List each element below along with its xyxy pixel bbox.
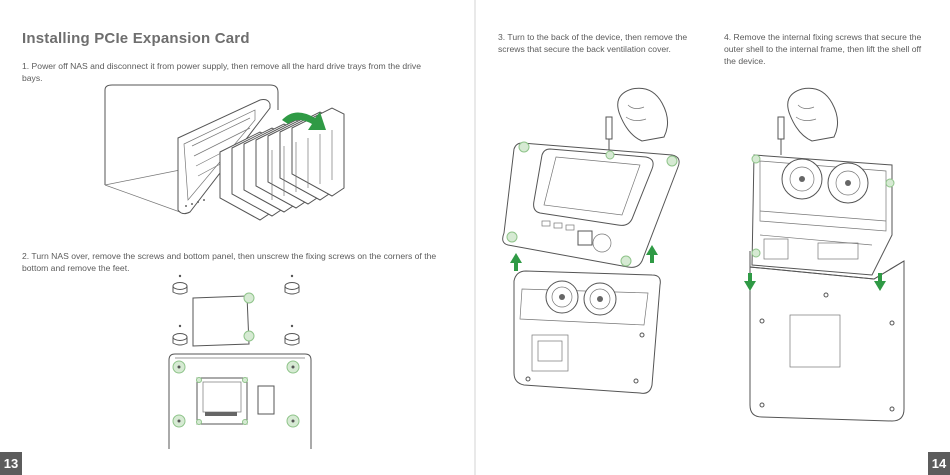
nas-bottom-panel-illustration bbox=[168, 274, 312, 449]
nas-drive-trays-illustration bbox=[104, 84, 345, 221]
back-cover-removal-illustration bbox=[502, 87, 680, 394]
rubber-foot-icon bbox=[172, 282, 300, 346]
page-title: Installing PCIe Expansion Card bbox=[22, 30, 250, 47]
green-up-arrow-icon bbox=[646, 245, 658, 263]
step-1-text: 1. Power off NAS and disconnect it from … bbox=[22, 61, 422, 83]
hand-screwdriver-icon bbox=[605, 87, 668, 153]
green-up-arrow-icon bbox=[510, 253, 522, 271]
right-page: 3. Turn to the back of the device, then … bbox=[476, 0, 950, 475]
green-down-arrow-icon bbox=[874, 273, 886, 291]
hand-screwdriver-icon bbox=[777, 87, 838, 155]
page-number-13: 13 bbox=[0, 452, 22, 475]
green-down-arrow-icon bbox=[744, 273, 756, 291]
shell-lift-off-illustration bbox=[744, 87, 905, 422]
step-3-text: 3. Turn to the back of the device, then … bbox=[498, 32, 688, 54]
green-curved-arrow-icon bbox=[282, 112, 326, 130]
page-gutter bbox=[474, 0, 476, 475]
step-2-text: 2. Turn NAS over, remove the screws and … bbox=[22, 251, 437, 273]
page-number-14: 14 bbox=[928, 452, 950, 475]
fan-icon bbox=[781, 158, 869, 204]
fan-icon bbox=[545, 280, 617, 316]
step-4-text: 4. Remove the internal fixing screws tha… bbox=[724, 32, 922, 66]
left-page: Installing PCIe Expansion Card 1. Power … bbox=[0, 0, 474, 475]
